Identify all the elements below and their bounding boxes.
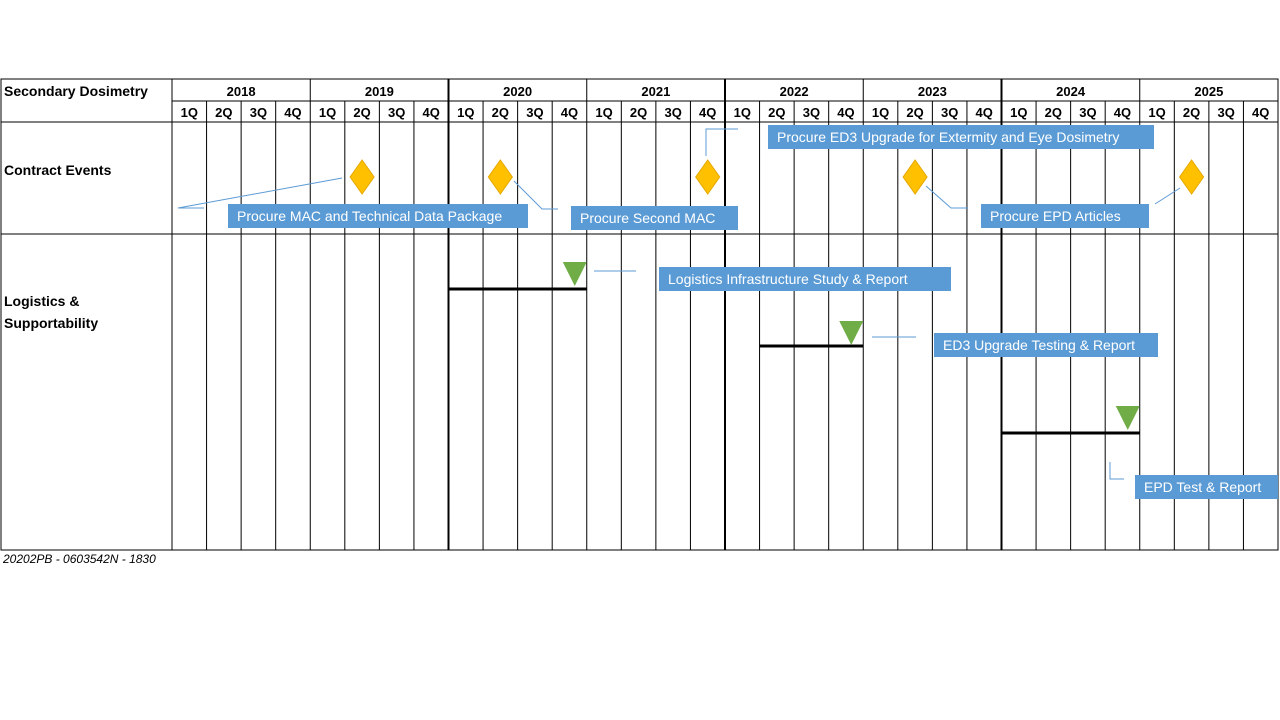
- event-ed3-testing-box: [934, 333, 1158, 357]
- milestone-diamond: [902, 159, 928, 195]
- footer-code: 20202PB - 0603542N - 1830: [3, 552, 156, 566]
- quarter-label: 1Q: [872, 105, 889, 120]
- quarter-label: 3Q: [1217, 105, 1234, 120]
- year-label: 2024: [1056, 84, 1086, 99]
- quarter-label: 3Q: [664, 105, 681, 120]
- quarter-label: 4Q: [976, 105, 993, 120]
- callout-connector: [513, 180, 558, 210]
- quarter-label: 1Q: [457, 105, 474, 120]
- quarter-label: 3Q: [803, 105, 820, 120]
- milestone-diamond: [487, 159, 513, 195]
- quarter-label: 4Q: [284, 105, 301, 120]
- grid-frame: [0, 78, 1279, 551]
- event-procure-ed3-upgrade-label: Procure ED3 Upgrade for Extermity and Ey…: [777, 129, 1119, 145]
- quarter-label: 2Q: [353, 105, 370, 120]
- year-label: 2023: [918, 84, 947, 99]
- quarter-label: 2Q: [1045, 105, 1062, 120]
- event-procure-second-mac-box: [571, 206, 738, 230]
- event-ed3-testing-label: ED3 Upgrade Testing & Report: [943, 337, 1135, 353]
- milestone-diamond: [349, 159, 375, 195]
- event-procure-mac-label: Procure MAC and Technical Data Package: [237, 208, 502, 224]
- quarter-label: 4Q: [1252, 105, 1269, 120]
- year-label: 2020: [503, 84, 532, 99]
- year-label: 2025: [1194, 84, 1223, 99]
- quarter-label: 4Q: [423, 105, 440, 120]
- quarter-label: 2Q: [768, 105, 785, 120]
- milestone-diamond: [1178, 159, 1205, 195]
- quarter-label: 4Q: [837, 105, 854, 120]
- quarter-label: 3Q: [388, 105, 405, 120]
- event-procure-epd-articles-box: [981, 204, 1149, 228]
- quarter-label: 1Q: [595, 105, 612, 120]
- event-procure-second-mac-label: Procure Second MAC: [580, 210, 715, 226]
- event-procure-mac-box: [228, 204, 528, 228]
- row-label-logistics: Logistics &: [4, 293, 79, 309]
- event-logistics-study-label: Logistics Infrastructure Study & Report: [668, 271, 908, 287]
- quarter-label: 4Q: [561, 105, 578, 120]
- quarter-label: 3Q: [526, 105, 543, 120]
- event-epd-test-label: EPD Test & Report: [1144, 479, 1261, 495]
- test-triangle: [839, 321, 864, 345]
- callout-connector: [177, 177, 343, 209]
- event-procure-ed3-upgrade-box: [768, 125, 1154, 149]
- quarter-label: 1Q: [1148, 105, 1165, 120]
- event-procure-epd-articles-label: Procure EPD Articles: [990, 208, 1121, 224]
- quarter-label: 1Q: [1010, 105, 1027, 120]
- year-label: 2022: [780, 84, 809, 99]
- test-triangle: [1115, 406, 1140, 430]
- year-label: 2021: [641, 84, 670, 99]
- quarter-label: 2Q: [630, 105, 647, 120]
- callout-connector: [1154, 187, 1181, 205]
- quarter-label: 4Q: [699, 105, 716, 120]
- event-epd-test-box: [1135, 475, 1278, 499]
- test-triangle: [562, 262, 587, 286]
- quarter-label: 3Q: [941, 105, 958, 120]
- row-label-contract-events: Contract Events: [4, 162, 112, 178]
- event-logistics-study-box: [659, 267, 951, 291]
- quarter-label: 4Q: [1114, 105, 1131, 120]
- callout-connector: [925, 185, 968, 209]
- row-label-logistics: Supportability: [4, 315, 98, 331]
- callout-connector: [705, 128, 738, 156]
- quarter-label: 1Q: [319, 105, 336, 120]
- milestone-diamond: [695, 159, 721, 195]
- year-label: 2018: [227, 84, 256, 99]
- quarter-label: 2Q: [906, 105, 923, 120]
- quarter-label: 3Q: [250, 105, 267, 120]
- quarter-label: 2Q: [492, 105, 509, 120]
- quarter-label: 2Q: [215, 105, 232, 120]
- chart-title: Secondary Dosimetry: [4, 83, 148, 99]
- quarter-label: 3Q: [1079, 105, 1096, 120]
- quarter-label: 1Q: [181, 105, 198, 120]
- quarter-label: 2Q: [1183, 105, 1200, 120]
- callout-connector: [1109, 462, 1124, 480]
- year-label: 2019: [365, 84, 394, 99]
- quarter-label: 1Q: [734, 105, 751, 120]
